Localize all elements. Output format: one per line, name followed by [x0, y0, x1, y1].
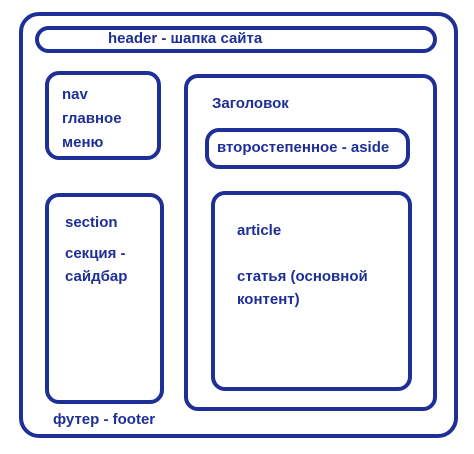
- article-label-line-2: статья (основной: [237, 268, 368, 285]
- page-outline-box: [19, 12, 458, 438]
- header-box: [35, 26, 437, 53]
- header-label: header - шапка сайта: [108, 30, 263, 47]
- article-label-line-3: контент): [237, 291, 300, 308]
- nav-label-line-3: меню: [62, 134, 104, 151]
- section-label-line-1: section: [65, 214, 118, 231]
- article-box: [211, 191, 412, 391]
- section-label-line-2: секция -: [65, 245, 126, 262]
- aside-box: [205, 128, 410, 169]
- main-heading-label: Заголовок: [212, 95, 289, 112]
- section-label-line-3: сайдбар: [65, 268, 128, 285]
- main-content-box: [184, 74, 437, 411]
- aside-label: второстепенное - aside: [217, 139, 390, 156]
- nav-box: [45, 71, 161, 160]
- nav-label-line-1: nav: [62, 86, 88, 103]
- article-label-line-1: article: [237, 222, 282, 239]
- footer-label: футер - footer: [53, 411, 156, 428]
- section-box: [45, 193, 164, 404]
- nav-label-line-2: главное: [62, 110, 122, 127]
